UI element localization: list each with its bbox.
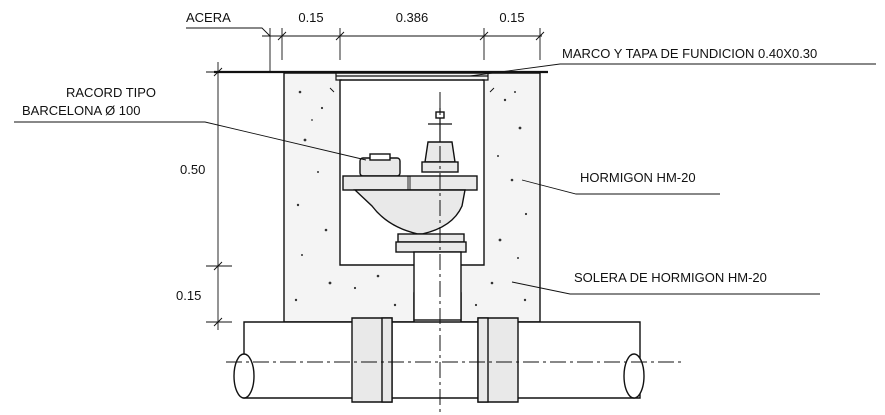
hydrant-lower-body [353,189,466,235]
flange-lower [395,241,467,253]
label-acera: ACERA [186,10,231,25]
dim-top-center: 0.386 [396,10,429,25]
dim-height-upper: 0.50 [180,162,205,177]
top-dimensions: 0.15 0.386 0.15 [262,10,545,72]
dim-height-lower: 0.15 [176,288,201,303]
label-racord-line1: RACORD TIPO [66,85,156,100]
flange-upper [397,233,465,243]
dim-top-left: 0.15 [298,10,323,25]
pipe-right-end [623,353,645,399]
annotations: ACERA MARCO Y TAPA DE FUNDICION 0.40X0.3… [14,10,876,295]
label-marco-tapa: MARCO Y TAPA DE FUNDICION 0.40X0.30 [562,46,817,61]
dim-top-right: 0.15 [499,10,524,25]
label-racord-line2: BARCELONA Ø 100 [22,103,141,118]
pipe-body [243,321,641,399]
cast-iron-frame [335,72,489,81]
main-pipe [233,317,645,403]
label-solera: SOLERA DE HORMIGON HM-20 [574,270,767,285]
label-hormigon: HORMIGON HM-20 [580,170,696,185]
fire-hydrant [342,108,478,321]
riser-pipe [413,251,462,321]
pipe-left-end [233,353,255,399]
left-dimensions: 0.50 0.15 [176,62,232,330]
concrete-aggregate [294,90,528,307]
